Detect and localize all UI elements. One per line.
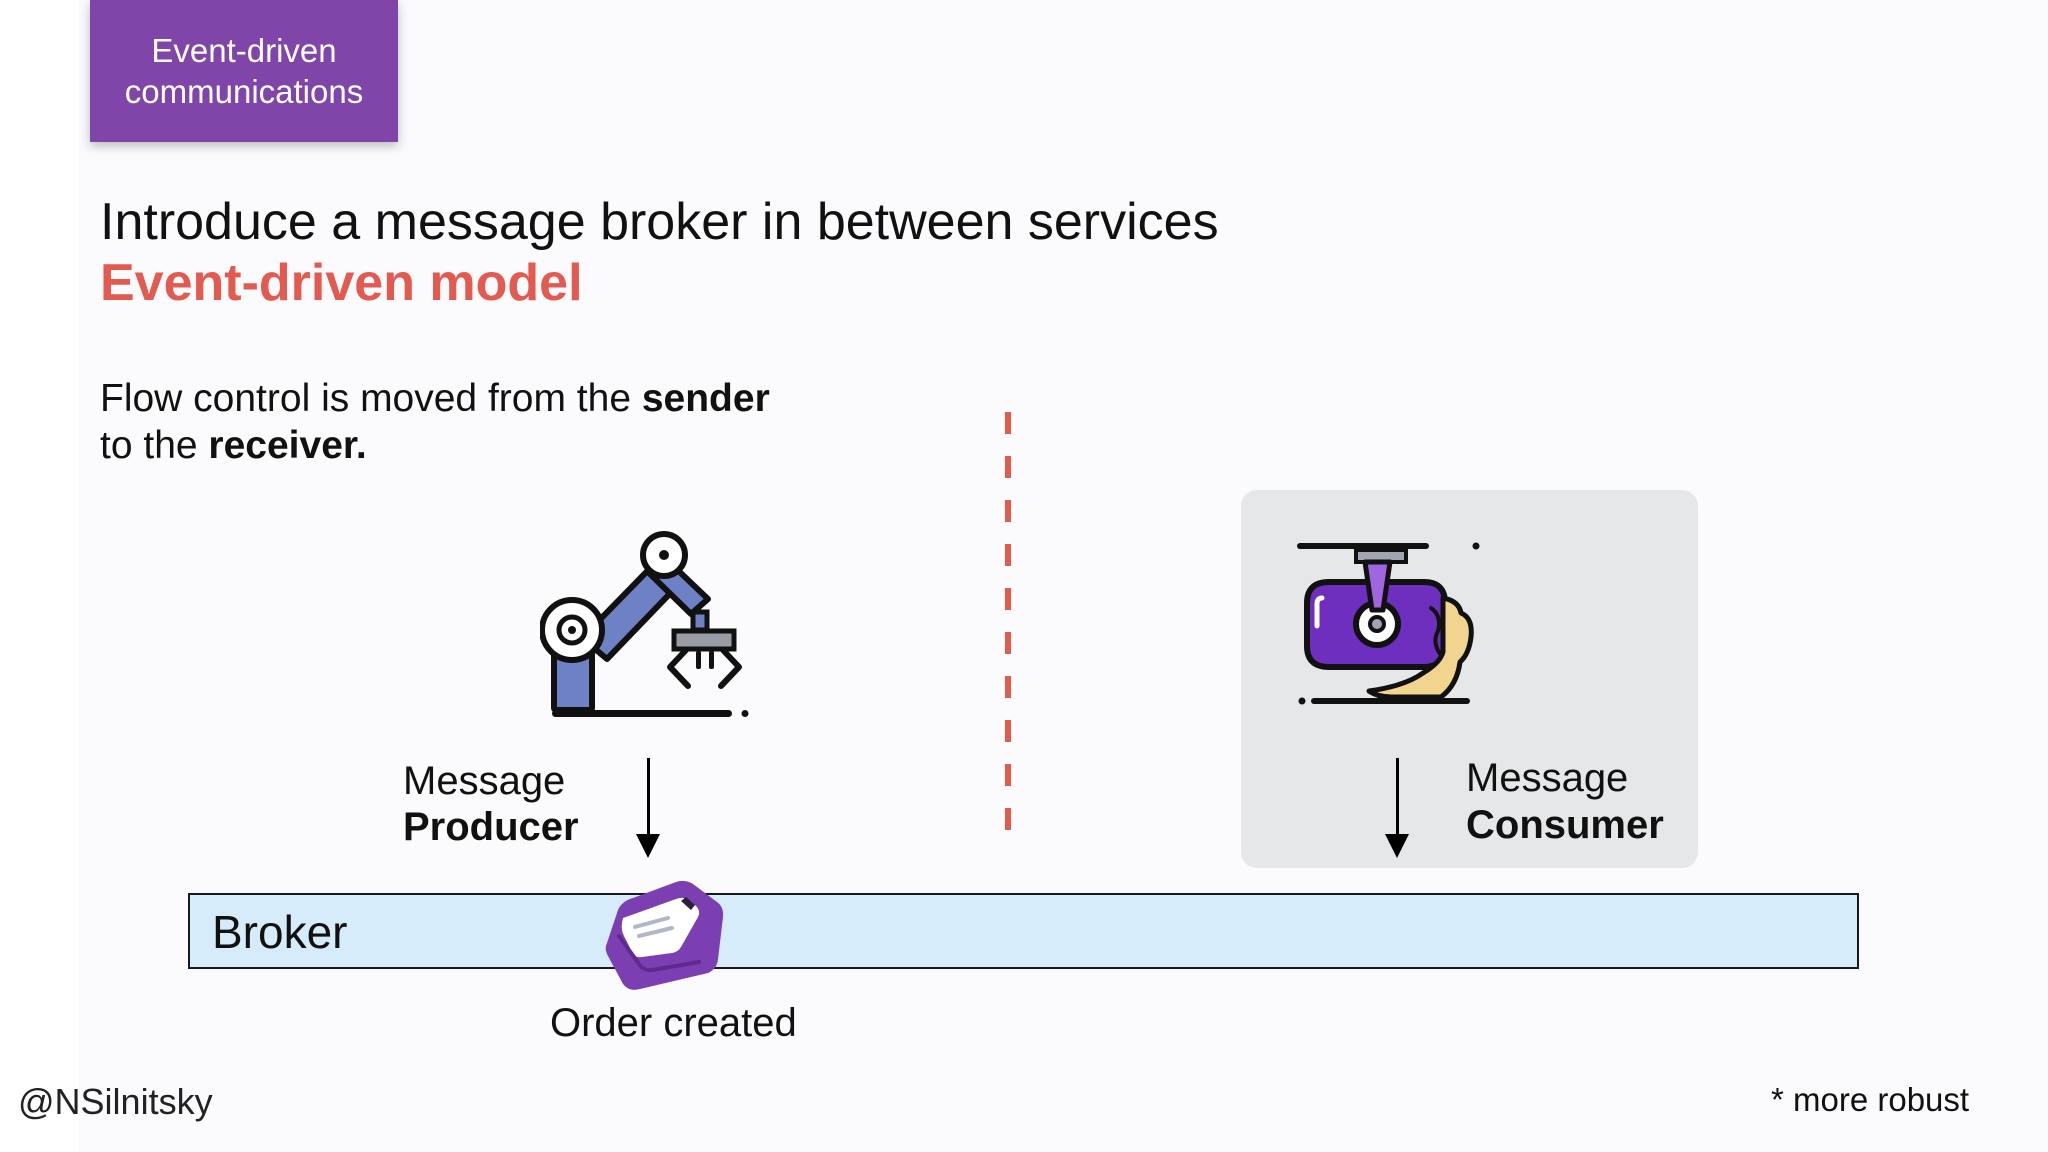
footnote: * more robust (1771, 1081, 1970, 1118)
consumer-label-bottom: Consumer (1466, 803, 1664, 847)
broker-bar: Broker (188, 893, 1859, 969)
section-tag-text: Event-driven communications (125, 30, 363, 112)
producer-label-top: Message (403, 759, 566, 803)
producer-arrow-line (647, 758, 650, 834)
body-text: Flow control is moved from the sender to… (100, 375, 770, 469)
consumer-arrow-head (1385, 834, 1409, 858)
slide-panel (79, 0, 2048, 1152)
message-envelope-icon (605, 880, 724, 990)
section-tag: Event-driven communications (90, 0, 398, 142)
robotic-arm-icon (540, 531, 749, 717)
consumer-label-top: Message (1466, 756, 1629, 800)
body-text-line-1: Flow control is moved from the sender (100, 375, 770, 422)
consumer-arrow (1385, 758, 1409, 858)
producer-arrow (636, 758, 660, 858)
section-tag-line-2: communications (124, 73, 364, 110)
section-tag-line-1: Event-driven (151, 32, 337, 69)
headline: Introduce a message broker in between se… (100, 193, 1219, 251)
broker-label: Broker (212, 906, 348, 958)
subheadline: Event-driven model (100, 254, 583, 312)
section-divider (1005, 412, 1011, 842)
body-text-line-2: to the receiver. (100, 422, 770, 469)
author-handle: @NSilnitsky (18, 1081, 213, 1122)
injection-molding-machine-icon (1297, 542, 1480, 705)
message-caption: Order created (550, 1001, 797, 1045)
producer-label-bottom: Producer (403, 805, 579, 849)
consumer-panel (1241, 490, 1698, 868)
body-text-line-1-bold: sender (641, 377, 770, 420)
body-text-line-1-prefix: Flow control is moved from the (100, 377, 642, 420)
body-text-line-2-bold: receiver. (208, 424, 367, 467)
consumer-arrow-line (1396, 758, 1399, 834)
producer-arrow-head (636, 834, 660, 858)
body-text-line-2-prefix: to the (100, 424, 209, 467)
